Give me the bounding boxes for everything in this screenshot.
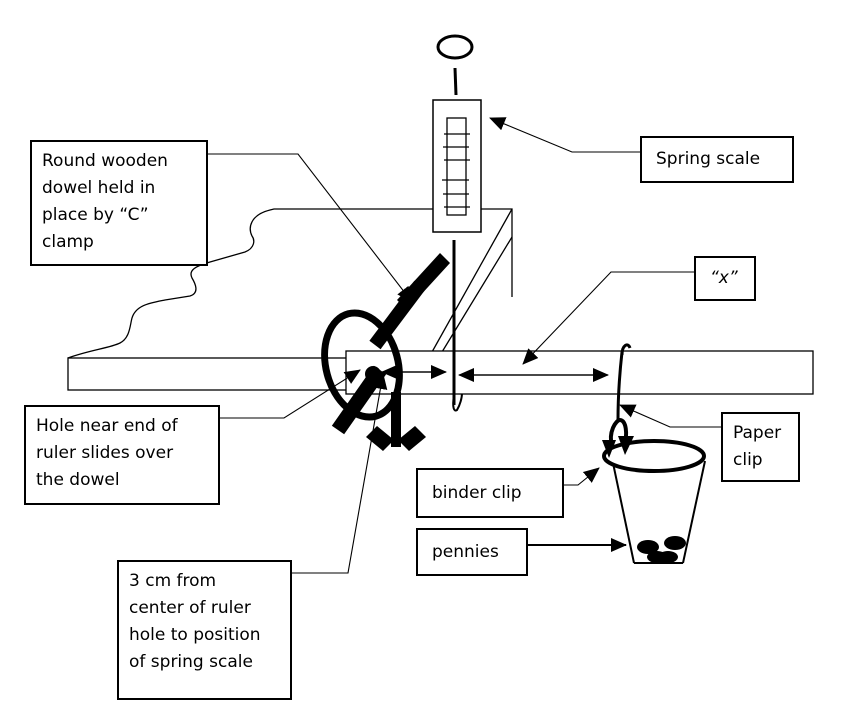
table-front-edge-1 bbox=[431, 208, 513, 353]
leader-3cm bbox=[290, 373, 388, 574]
label-x: “x” bbox=[694, 256, 756, 301]
label-pennies: pennies bbox=[416, 528, 528, 576]
spring-scale-ring bbox=[436, 34, 474, 60]
label-dowel: Round wooden dowel held in place by “C” … bbox=[30, 140, 208, 266]
leader-binder-clip bbox=[561, 467, 600, 486]
spring-scale-ticks bbox=[442, 133, 470, 208]
leader-paper-clip bbox=[619, 404, 722, 428]
label-paper-clip: Paper clip bbox=[721, 412, 800, 482]
leader-dowel bbox=[206, 153, 413, 303]
ruler-left-part bbox=[67, 357, 349, 391]
paper-clip bbox=[616, 343, 632, 421]
spring-scale bbox=[432, 34, 482, 412]
pennies bbox=[637, 536, 686, 563]
spring-scale-hook-top bbox=[453, 67, 458, 96]
cup bbox=[602, 439, 706, 564]
label-hole: Hole near end of ruler slides over the d… bbox=[24, 405, 220, 505]
cup-right-side bbox=[682, 460, 706, 564]
dowel-mid bbox=[369, 280, 426, 350]
leader-spring-scale bbox=[489, 117, 640, 153]
leader-x bbox=[522, 271, 695, 365]
leader-lines bbox=[206, 117, 722, 574]
label-3cm: 3 cm from center of ruler hole to positi… bbox=[117, 560, 292, 700]
cup-left-side bbox=[612, 462, 635, 564]
spring-scale-hook bbox=[452, 392, 463, 412]
spring-scale-window bbox=[446, 117, 467, 216]
label-binder-clip: binder clip bbox=[416, 468, 564, 518]
ruler-hole bbox=[365, 366, 381, 382]
table-outline bbox=[67, 208, 513, 359]
cup-rim bbox=[602, 439, 706, 473]
leader-hole bbox=[218, 369, 361, 419]
label-spring-scale: Spring scale bbox=[640, 136, 794, 183]
